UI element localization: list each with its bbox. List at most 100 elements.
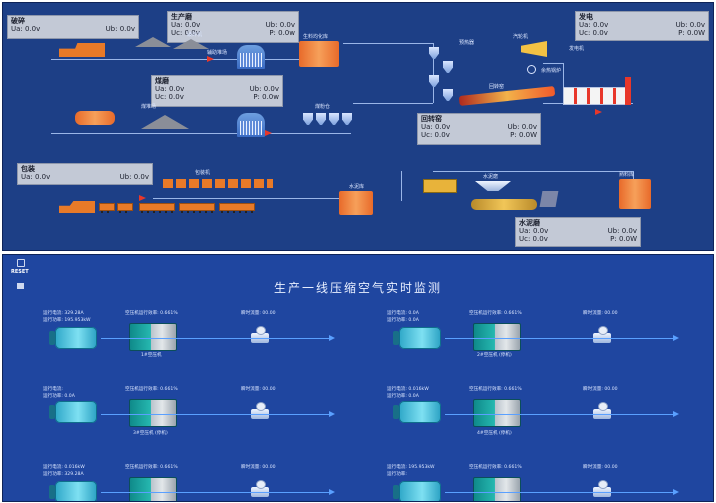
generator-a-label: 汽轮机 [513, 34, 529, 40]
coal-hopper-4-icon [342, 113, 352, 125]
wagon-5-icon [219, 203, 255, 213]
power-gen-title: 发电 [579, 13, 593, 21]
coal-mill-ua: Ua: 0.0v [155, 85, 185, 94]
gen-steam-branch [543, 63, 563, 64]
kiln-ua: Ua: 0.0v [421, 123, 451, 132]
coal-yard-label: 煤堆场 [141, 104, 157, 110]
unit-6-compressor-icon[interactable] [473, 477, 521, 501]
unit-5-flow-line [101, 489, 335, 495]
menu-icon[interactable] [17, 259, 25, 267]
unit-6-flow-line [445, 489, 679, 495]
crusher-info-panel[interactable]: 破碎 Ua: 0.0v Ub: 0.0v [7, 15, 139, 39]
clinker-silo-icon [619, 179, 651, 209]
cement-hopper-icon [475, 181, 511, 191]
flow-arrow-kiln [595, 109, 602, 115]
folder-icon[interactable] [17, 283, 24, 289]
reset-button[interactable]: RESET [11, 269, 29, 275]
unit-4-flow-line [445, 411, 679, 417]
coal-tanker-icon [75, 111, 115, 125]
coal-mill-p: P: 0.0w [253, 93, 279, 102]
cement-mill-ub: Ub: 0.0v [607, 227, 637, 236]
cement-silo-label: 水泥库 [349, 184, 365, 190]
coal-hopper-3-icon [329, 113, 339, 125]
raw-mill-p: P: 0.0w [269, 29, 295, 38]
preheater-feed-line [343, 43, 433, 44]
cooler-icon [563, 87, 629, 105]
coal-mill-uc: Uc: 0.0v [155, 93, 184, 102]
waste-heat-label: 余热锅炉 [541, 68, 562, 74]
unit-1-flow-line [101, 335, 335, 341]
power-gen-ua: Ua: 0.0v [579, 21, 609, 30]
preheater-cyclone-3-icon [429, 75, 439, 87]
coal-mill-title: 煤磨 [155, 77, 169, 85]
cement-mill-separator-icon [423, 179, 457, 193]
cement-mill-uc: Uc: 0.0v [519, 235, 548, 244]
power-gen-p: P: 0.0W [678, 29, 705, 38]
packer-line-icon [163, 179, 273, 188]
unit-3-motor-icon [49, 401, 97, 423]
unit-6-flow: 瞬时流量: 00.00 [583, 465, 618, 470]
unit-3-compressor-icon[interactable] [129, 399, 177, 427]
kiln-p: P: 0.0W [510, 131, 537, 140]
unit-3-name: 3#空压机 (停机) [133, 431, 168, 436]
unit-4-motor-icon [393, 401, 441, 423]
unit-3-efficiency: 空压机运行效率: 0.661% [125, 387, 178, 392]
coal-hopper-1-icon [303, 113, 313, 125]
generator-b-label: 发电机 [569, 46, 585, 52]
coal-mill-ub: Ub: 0.0v [249, 85, 279, 94]
unit-5-flow: 瞬时流量: 00.00 [241, 465, 276, 470]
crusher-label: 破碎机 [187, 32, 203, 38]
unit-6-motor-icon [393, 481, 441, 501]
unit-2-motor-icon [393, 327, 441, 349]
cement-mill-ua: Ua: 0.0v [519, 227, 549, 236]
unit-1-motor-icon [49, 327, 97, 349]
cement-silo-drop [401, 171, 402, 201]
unit-4-compressor-icon[interactable] [473, 399, 521, 427]
coal-silo-label: 煤粉仓 [315, 104, 331, 110]
unit-2-compressor-icon[interactable] [473, 323, 521, 351]
unit-3-power: 运行功率: 0.0A [43, 394, 75, 399]
coal-mill-info-panel[interactable]: 煤磨 Ua: 0.0v Ub: 0.0v Uc: 0.0v P: 0.0w [151, 75, 283, 107]
unit-4-name: 4#空压机 (停机) [477, 431, 512, 436]
unit-2-flow: 瞬时流量: 00.00 [583, 311, 618, 316]
crusher-ub: Ub: 0.0v [105, 25, 135, 34]
unit-2-power: 运行功率: 0.0A [387, 318, 419, 323]
crusher-title: 破碎 [11, 17, 25, 25]
unit-1-current: 运行电流: 329.28A [43, 311, 84, 316]
preheater-riser [433, 43, 434, 103]
flow-arrow-raw [207, 56, 214, 62]
unit-2-efficiency: 空压机运行效率: 0.661% [469, 311, 522, 316]
steam-turbine-icon [521, 41, 547, 57]
crusher-ua: Ua: 0.0v [11, 25, 41, 34]
raw-mill-title: 生产磨 [171, 13, 192, 21]
cement-silo-icon [339, 191, 373, 215]
unit-4-flow: 瞬时流量: 00.00 [583, 387, 618, 392]
kiln-ub: Ub: 0.0v [507, 123, 537, 132]
unit-1-compressor-icon[interactable] [129, 323, 177, 351]
raw-pile-b-icon [173, 39, 209, 49]
unit-6-efficiency: 空压机运行效率: 0.661% [469, 465, 522, 470]
kiln-title: 回转窑 [421, 115, 442, 123]
generator-circle-icon [527, 65, 536, 74]
packing-line [153, 198, 343, 199]
unit-5-power: 运行功率: 329.28A [43, 472, 84, 477]
packing-ua: Ua: 0.0v [21, 173, 51, 182]
page-title: 生产一线压缩空气实时监测 [273, 281, 442, 295]
chimney-icon [625, 77, 631, 105]
preheater-cyclone-4-icon [443, 89, 453, 101]
power-gen-uc: Uc: 0.0v [579, 29, 608, 38]
unit-3-flow-line [101, 411, 335, 417]
unit-5-compressor-icon[interactable] [129, 477, 177, 501]
cement-ball-mill-icon [471, 199, 537, 210]
coal-hopper-2-icon [316, 113, 326, 125]
unit-5-efficiency: 空压机运行效率: 0.661% [125, 465, 178, 470]
coal-mill-house-icon [237, 113, 265, 137]
raw-mill-uc: Uc: 0.0v [171, 29, 200, 38]
rotary-kiln-icon [458, 86, 556, 106]
